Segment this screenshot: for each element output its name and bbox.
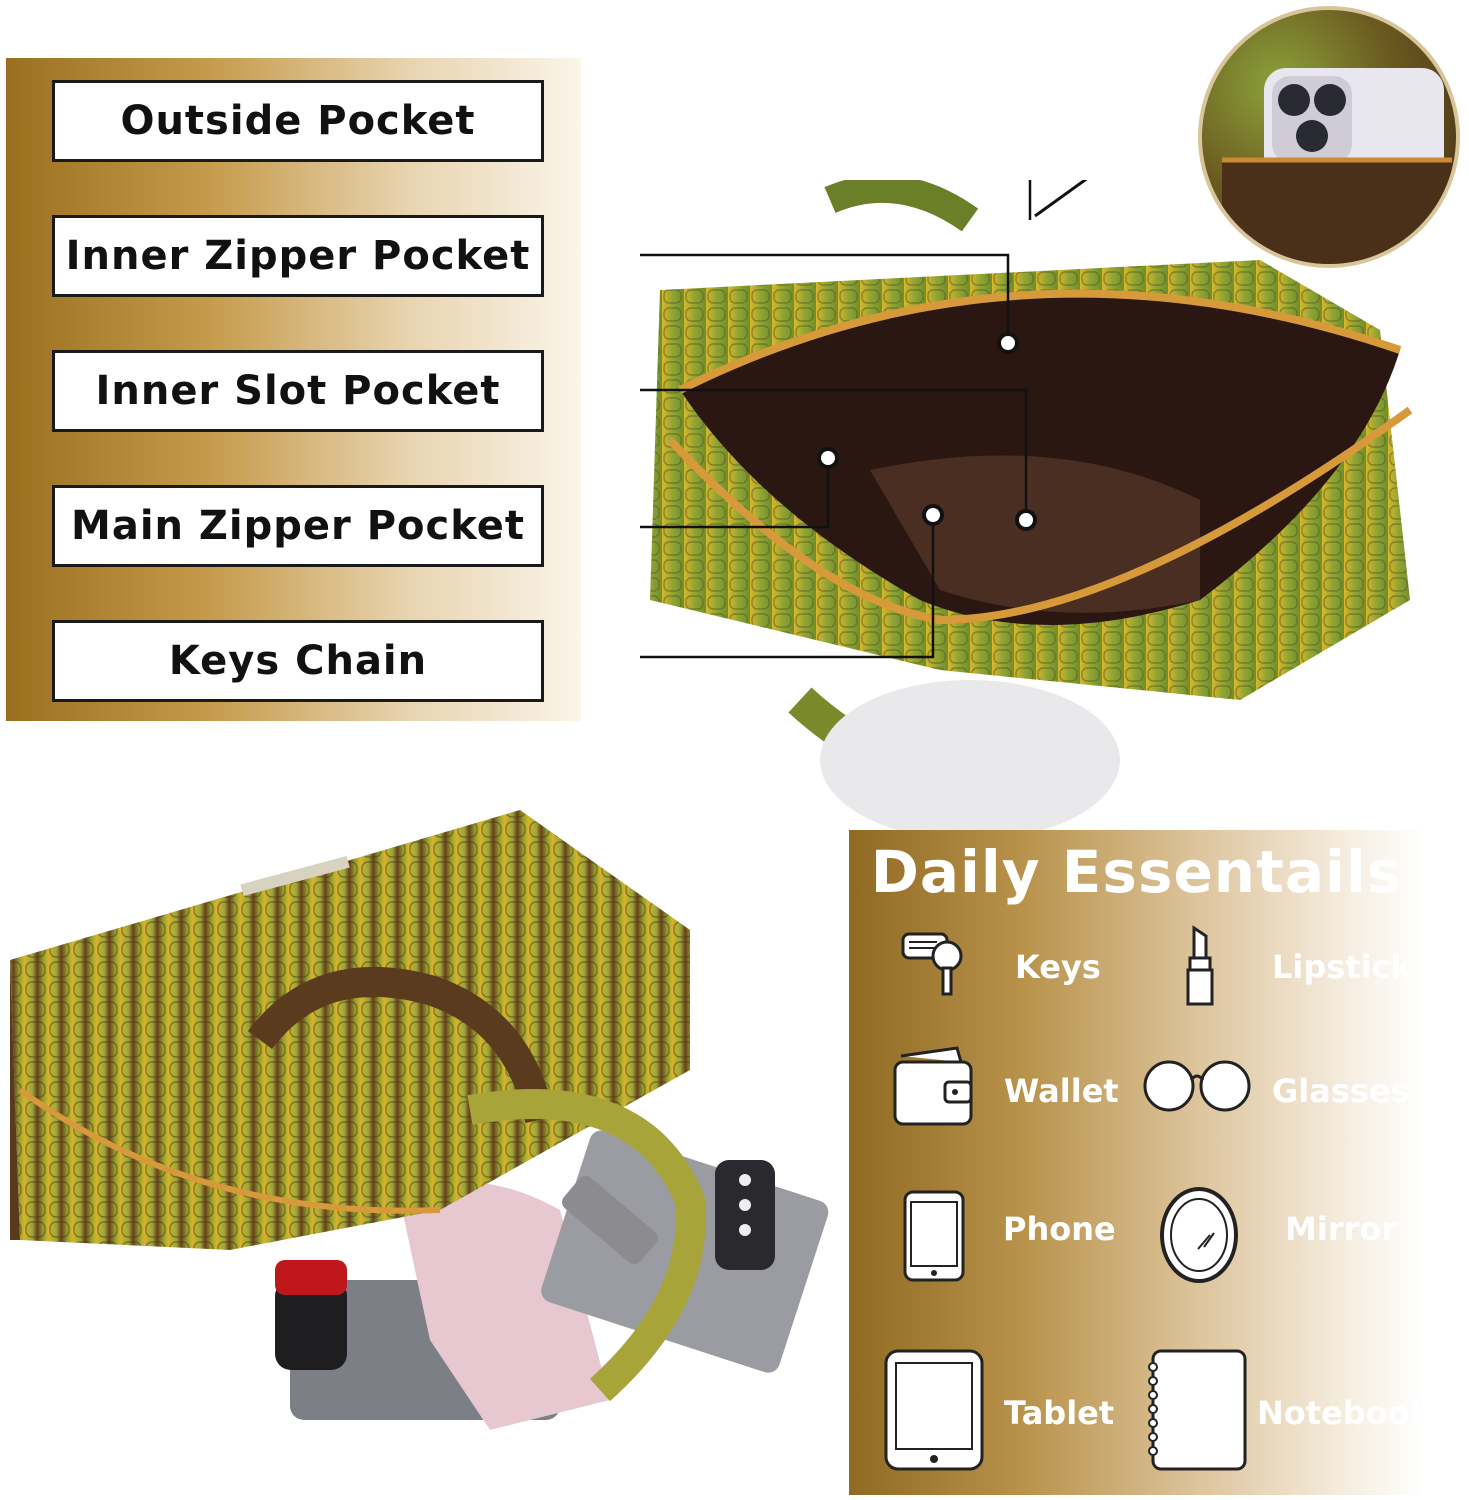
phone-icon	[903, 1190, 965, 1282]
lipstick-icon	[1186, 925, 1214, 1006]
keys-icon	[901, 932, 963, 996]
item-label-phone: Phone	[1003, 1210, 1116, 1248]
item-label-glasses: Glasses	[1272, 1072, 1410, 1110]
mirror-icon	[1160, 1187, 1238, 1283]
callout-outside-pocket: Outside Pocket	[52, 80, 544, 162]
item-label-tablet: Tablet	[1004, 1394, 1115, 1432]
callout-inner-slot-pocket: Inner Slot Pocket	[52, 350, 544, 432]
daily-essentials-panel: Daily Essentails Keys Lipstick Wallet Gl…	[849, 830, 1431, 1495]
item-label-keys: Keys	[1015, 948, 1101, 986]
outside-pocket-zoom	[1198, 6, 1460, 268]
item-label-wallet: Wallet	[1004, 1072, 1119, 1110]
notebook-icon	[1148, 1349, 1247, 1471]
item-label-notebook: Notebook	[1257, 1394, 1431, 1432]
phone-in-pocket-image	[1222, 68, 1452, 264]
callout-main-zipper-pocket: Main Zipper Pocket	[52, 485, 544, 567]
essentials-title: Daily Essentails	[870, 838, 1403, 906]
callout-inner-zipper-pocket: Inner Zipper Pocket	[52, 215, 544, 297]
glasses-icon	[1143, 1060, 1251, 1112]
item-label-mirror: Mirror	[1285, 1210, 1398, 1248]
features-panel: Outside Pocket Inner Zipper Pocket Inner…	[6, 58, 581, 721]
bag-with-items-image	[10, 810, 829, 1430]
callout-keys-chain: Keys Chain	[52, 620, 544, 702]
bag-open-image	[640, 180, 1413, 830]
item-label-lipstick: Lipstick	[1272, 948, 1412, 986]
tablet-icon	[884, 1349, 984, 1471]
wallet-icon	[893, 1046, 973, 1126]
